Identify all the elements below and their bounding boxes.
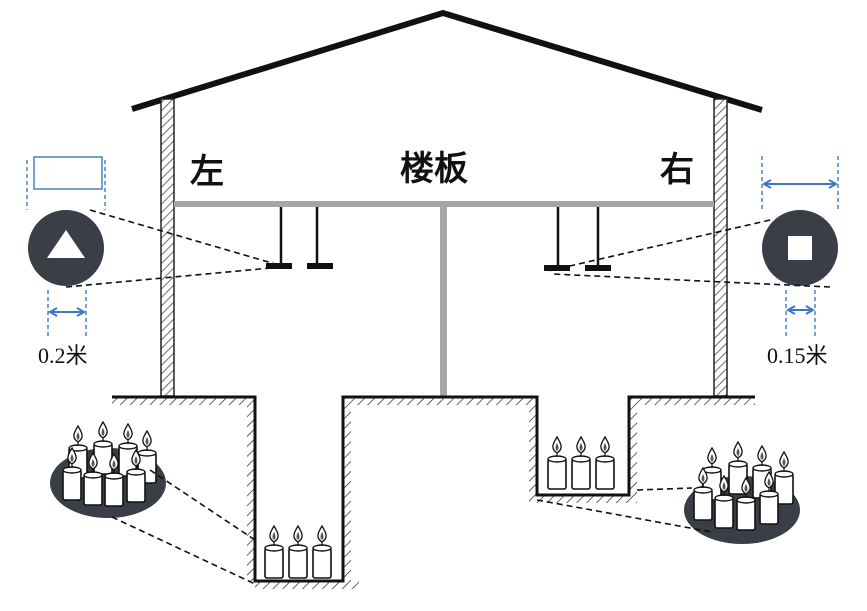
right-dimension [761, 156, 839, 338]
floor-slab [174, 201, 714, 207]
right-candle-disk [684, 441, 800, 544]
left-hole-detail [28, 210, 104, 286]
left-hangers [266, 207, 333, 269]
left-dimension [26, 156, 106, 338]
label-right: 右 [660, 150, 694, 190]
left-wall [160, 98, 175, 397]
right-wall [713, 98, 728, 397]
triangle-icon [47, 230, 85, 258]
right-hangers [544, 207, 611, 271]
central-column [440, 207, 447, 397]
left-candle-disk [50, 421, 166, 518]
ground-profile [112, 395, 755, 589]
right-pit-candles [547, 436, 615, 490]
left-width-label: 0.2米 [38, 343, 88, 368]
square-icon [786, 234, 814, 262]
roof [131, 9, 763, 113]
label-floor: 楼板 [400, 149, 468, 189]
right-width-label: 0.15米 [767, 343, 828, 368]
left-pit-candles [264, 525, 332, 579]
pit-connectors [111, 469, 713, 585]
right-hole-detail [762, 210, 838, 286]
label-left: 左 [190, 152, 224, 192]
hole-connectors [65, 209, 831, 288]
